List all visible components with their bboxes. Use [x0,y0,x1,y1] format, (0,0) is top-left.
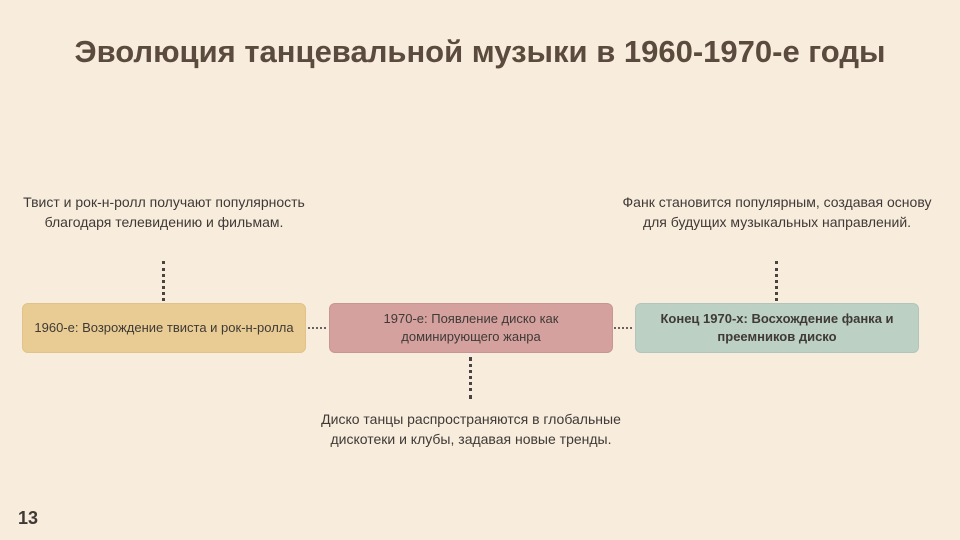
timeline-box-1960s: 1960-е: Возрождение твиста и рок-н-ролла [22,303,306,353]
timeline-box-label: Конец 1970-х: Восхождение фанка и преемн… [660,311,894,344]
event-2-caption: Диско танцы распространяются в глобальны… [321,411,621,447]
timeline-box-1970s: 1970-е: Появление диско как доминирующег… [329,303,613,353]
timeline-box-label: 1970-е: Появление диско как доминирующег… [383,311,559,344]
event-3-caption: Фанк становится популярным, создавая осн… [622,194,932,230]
timeline-box-late-1970s: Конец 1970-х: Восхождение фанка и преемн… [635,303,919,353]
timeline-link-2-3 [614,327,632,331]
timeline-box-label: 1960-е: Возрождение твиста и рок-н-ролла [34,320,294,335]
event-3-connector [775,261,781,301]
event-2-connector [469,357,475,399]
event-1-connector [162,261,168,301]
page-number: 13 [18,508,39,528]
event-1-caption: Твист и рок-н-ролл получают популярность… [23,194,305,230]
slide-title: Эволюция танцевальной музыки в 1960-1970… [74,34,886,69]
timeline-link-1-2 [308,327,326,331]
